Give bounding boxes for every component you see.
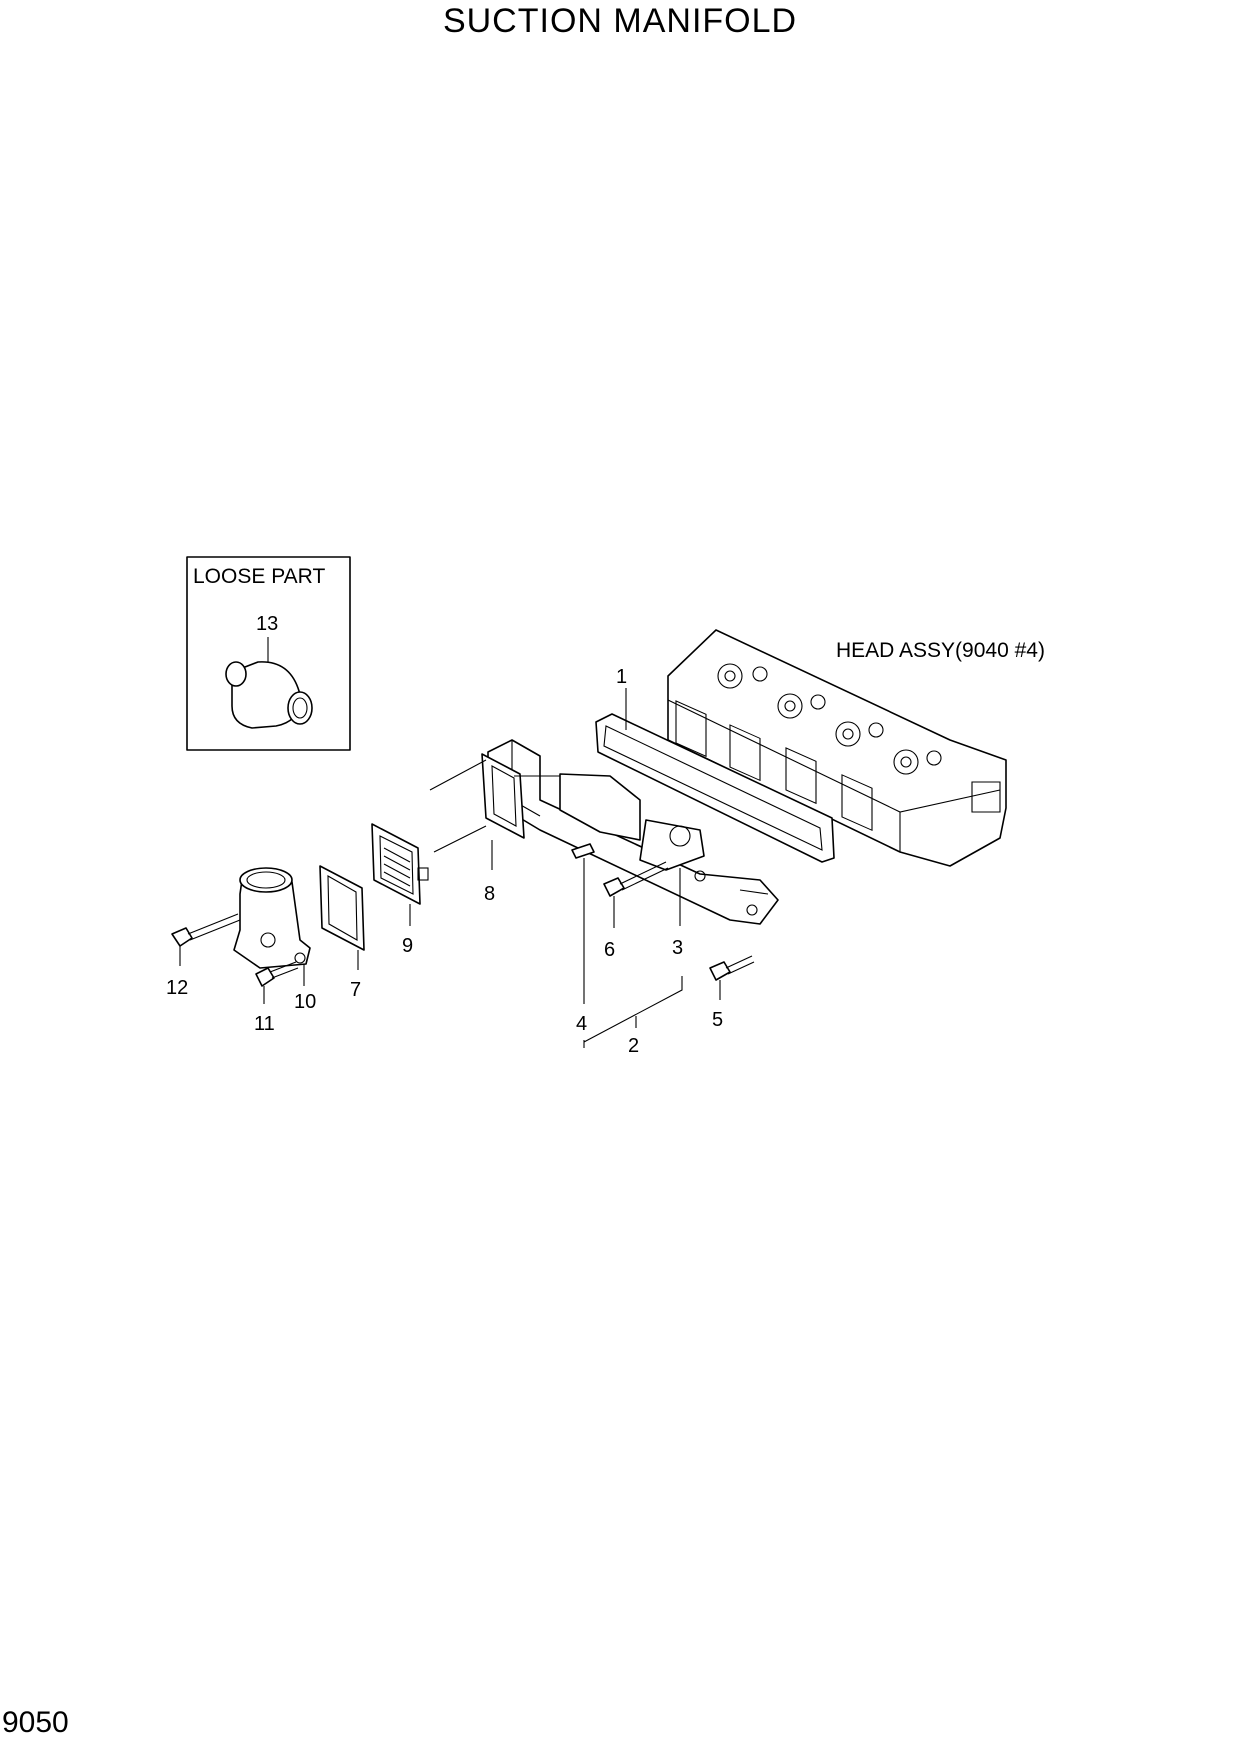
callout-13[interactable]: 13	[256, 613, 278, 635]
intake-heater-9	[371, 823, 429, 905]
cylinder-head-assembly	[667, 629, 1007, 867]
intake-manifold-body-3	[487, 739, 779, 925]
callout-8[interactable]: 8	[484, 883, 495, 905]
callout-3[interactable]: 3	[672, 937, 683, 959]
bolt-11	[255, 961, 299, 987]
callout-2[interactable]: 2	[628, 1035, 639, 1057]
head-assy-label: HEAD ASSY(9040 #4)	[836, 639, 1045, 662]
manifold-gasket-1	[595, 688, 835, 863]
callout-9[interactable]: 9	[402, 935, 413, 957]
callout-5[interactable]: 5	[712, 1009, 723, 1031]
page-number: 9050	[2, 1706, 69, 1739]
gasket-7	[319, 865, 365, 951]
bolt-12	[171, 913, 241, 947]
callout-4[interactable]: 4	[576, 1013, 587, 1035]
inlet-elbow-10	[233, 867, 311, 969]
callout-1[interactable]: 1	[616, 666, 627, 688]
callout-7[interactable]: 7	[350, 979, 361, 1001]
bolt-6	[603, 861, 669, 897]
callout-11[interactable]: 11	[254, 1013, 275, 1035]
callout-6[interactable]: 6	[604, 939, 615, 961]
assembly-bracket-2	[583, 976, 683, 1048]
stud-4	[571, 843, 595, 859]
gasket-8	[481, 753, 525, 839]
callout-12[interactable]: 12	[166, 977, 188, 999]
loose-part-box: LOOSE PART 13	[186, 556, 351, 751]
bolt-5	[709, 955, 755, 981]
page-title: SUCTION MANIFOLD	[442, 2, 798, 40]
loose-part-label: LOOSE PART	[193, 565, 325, 588]
elbow-fitting-13	[225, 661, 313, 729]
callout-10[interactable]: 10	[294, 991, 316, 1013]
